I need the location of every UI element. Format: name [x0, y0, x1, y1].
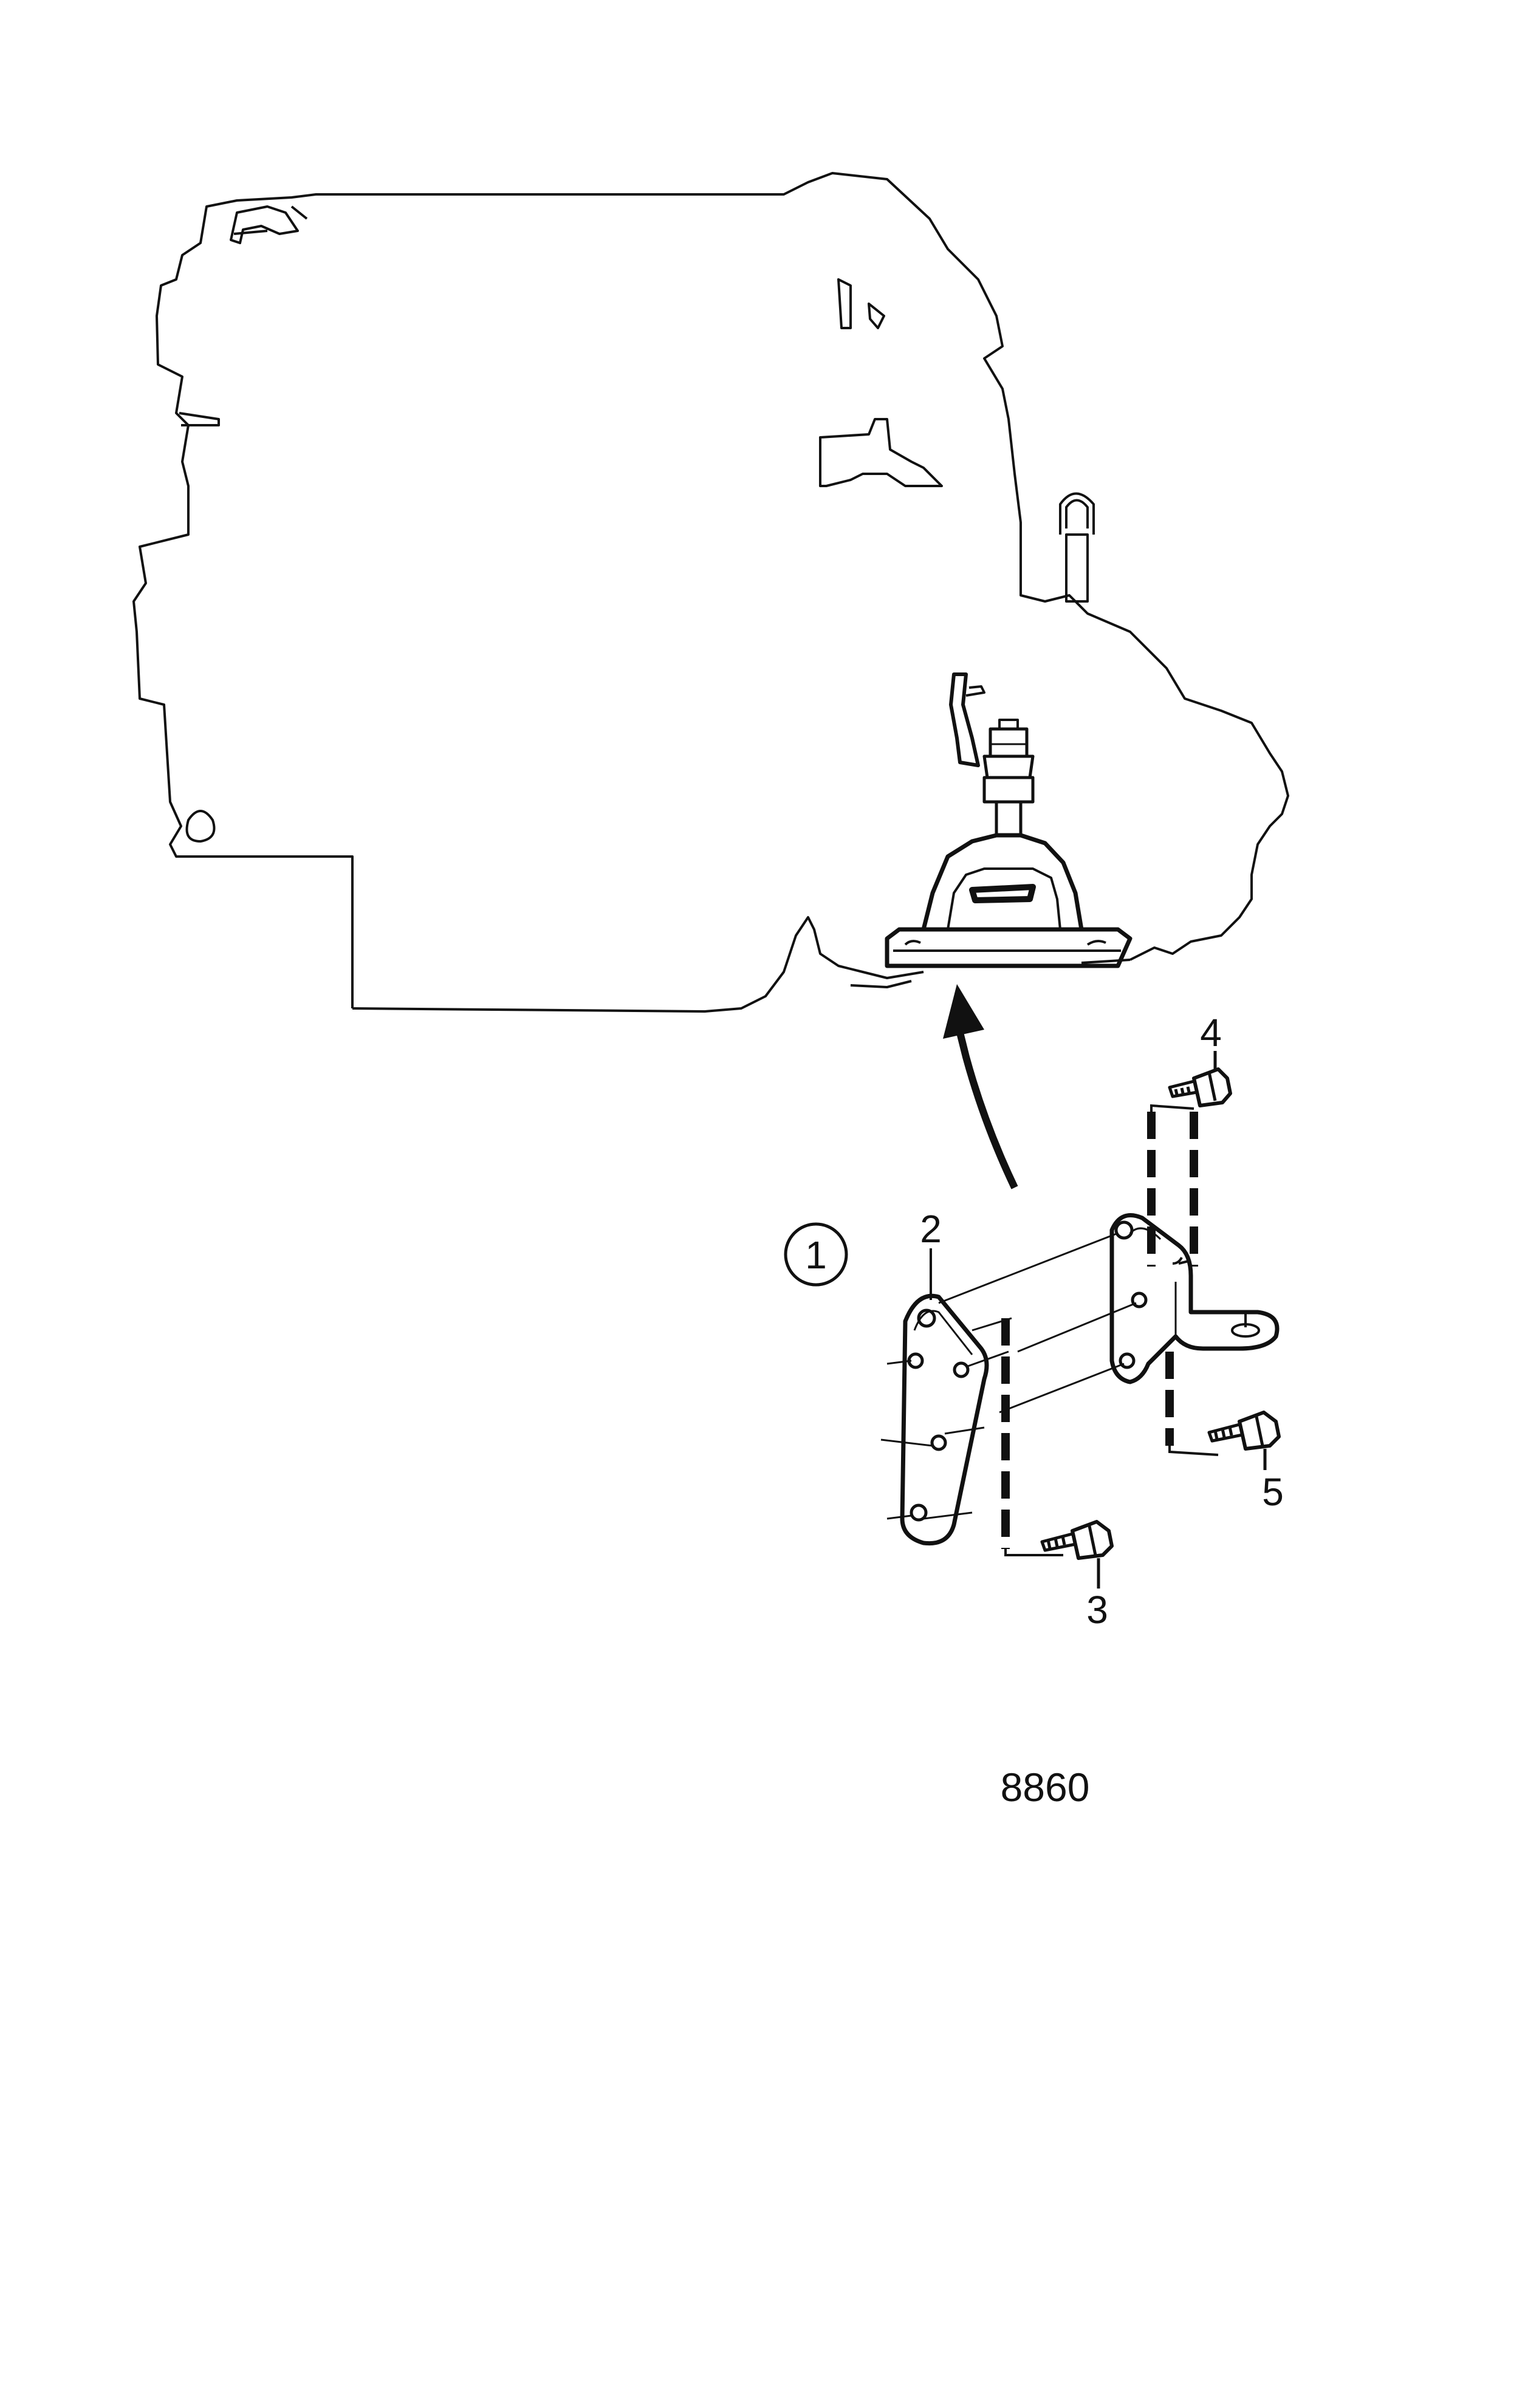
engine-mount — [885, 672, 1133, 968]
bolt-top — [1168, 1051, 1232, 1107]
dashed-guides — [1001, 1112, 1198, 1549]
engine-outline — [132, 172, 1289, 1013]
assembly-arrow — [943, 984, 1018, 1189]
figure-number: 8860 — [1001, 1765, 1090, 1810]
bolt-right-callout: 5 — [1262, 1470, 1284, 1514]
svg-text:1: 1 — [805, 1233, 827, 1277]
dashed-guide-ends — [1004, 1104, 1219, 1556]
group-callout: 1 — [784, 1222, 848, 1287]
svg-text:4: 4 — [1200, 1011, 1222, 1055]
mounting-bracket — [1109, 1213, 1280, 1384]
bolt-right — [1207, 1411, 1281, 1470]
mounting-plate — [900, 1293, 989, 1546]
svg-text:3: 3 — [1086, 1588, 1108, 1632]
bolt-bottom-callout: 3 — [1086, 1588, 1108, 1632]
bolt-top-callout: 4 — [1200, 1011, 1222, 1055]
bolt-bottom — [1040, 1520, 1114, 1589]
plate-callout: 2 — [920, 1207, 942, 1300]
svg-text:2: 2 — [920, 1207, 942, 1251]
svg-text:5: 5 — [1262, 1470, 1284, 1514]
